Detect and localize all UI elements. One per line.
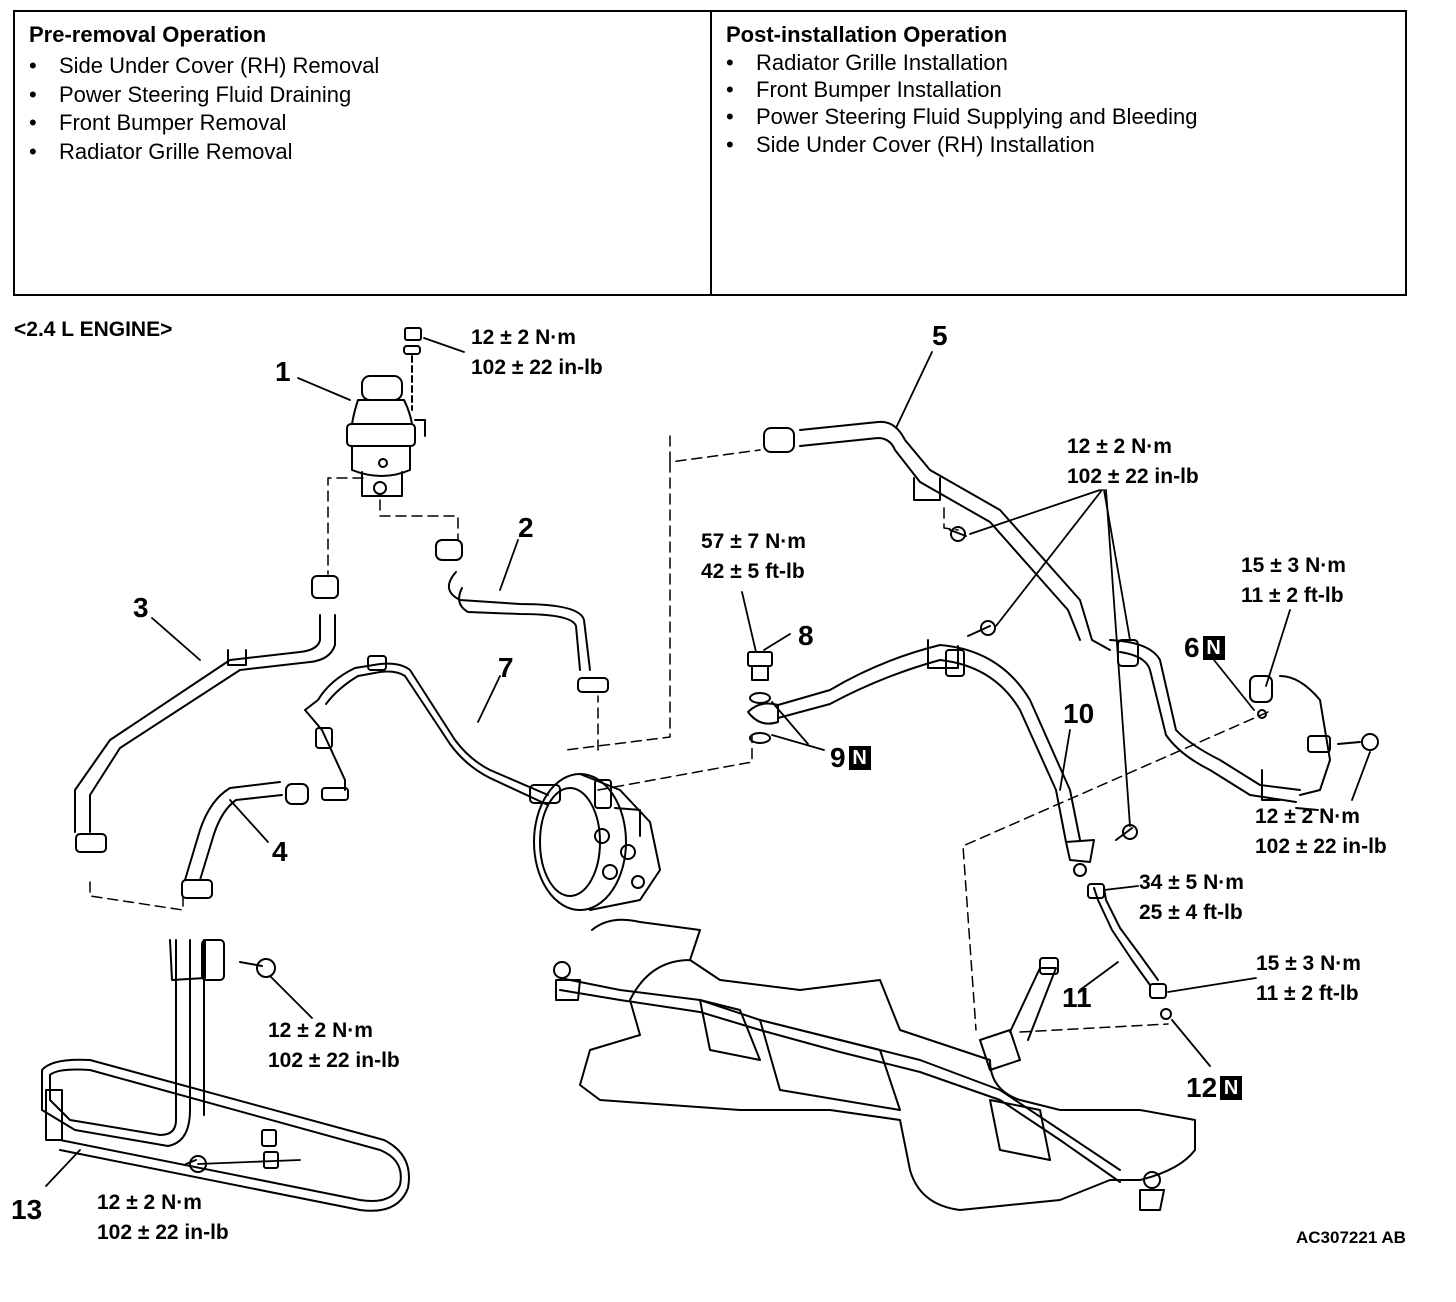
pressure-tube-11 [1087,883,1172,1020]
connection-lines [89,435,1269,1033]
suction-hose [435,539,609,693]
hose-4 [181,781,309,899]
list-item: •Power Steering Fluid Supplying and Blee… [726,104,1198,129]
list-item: •Front Bumper Removal [29,110,287,135]
hose-5 [763,420,1379,811]
list-item: •Side Under Cover (RH) Installation [726,132,1095,157]
torque-label: 15 ± 3 N·m 11 ± 2 ft-lb [1241,554,1346,607]
part-number-7: 7 [498,652,514,683]
torque-label: 12 ± 2 N·m 102 ± 22 in-lb [268,1019,400,1072]
gaskets [749,692,771,744]
figure-code: AC307221 AB [1296,1228,1406,1247]
operations-table: Pre-removal Operation •Side Under Cover … [13,10,1407,296]
list-item: •Radiator Grille Removal [29,138,293,164]
torque-label: 34 ± 5 N·m 25 ± 4 ft-lb [1139,871,1244,924]
torque-label: 12 ± 2 N·m 102 ± 22 in-lb [1067,435,1199,488]
list-item: •Power Steering Fluid Draining [29,81,352,107]
union-bolt [747,651,773,681]
list-item: •Radiator Grille Installation [726,50,1008,75]
engine-label: <2.4 L ENGINE> [14,318,173,341]
torque-label: 12 ± 2 N·m 102 ± 22 in-lb [1255,805,1387,858]
list-item: •Front Bumper Installation [726,77,1002,102]
steering-gear-assembly [553,918,1196,1211]
pressure-hose [747,639,1095,877]
pressure-tube [304,655,561,806]
part-number-8: 8 [798,620,814,651]
return-hose [74,575,339,853]
power-steering-pump [533,773,661,911]
pre-removal-list: •Side Under Cover (RH) Removal •Power St… [29,52,379,166]
list-item: •Side Under Cover (RH) Removal [29,53,380,78]
pre-removal-column: Pre-removal Operation •Side Under Cover … [15,12,712,294]
part-number-10: 10 [1063,698,1095,729]
mounting-bolts [185,526,1138,1173]
leader-lines [45,337,1371,1187]
reservoir-tank [346,327,426,497]
post-installation-column: Post-installation Operation •Radiator Gr… [712,12,1405,294]
post-installation-title: Post-installation Operation [726,22,1008,47]
part-number-11: 11 [1062,982,1092,1013]
pre-removal-title: Pre-removal Operation [29,22,267,47]
new-part-mark: N [848,746,871,770]
return-tube [41,939,410,1212]
new-part-mark: N [1202,636,1225,660]
part-number-13: 13 [11,1194,43,1225]
torque-label: 57 ± 7 N·m 42 ± 5 ft-lb [701,530,806,583]
part-number-3: 3 [133,592,149,623]
torque-label: 12 ± 2 N·m 102 ± 22 in-lb [97,1191,229,1244]
part-number-5: 5 [932,320,948,351]
part-number-1: 1 [275,356,291,387]
new-part-mark: N [1220,1076,1243,1100]
torque-label: 12 ± 2 N·m 102 ± 22 in-lb [471,326,603,379]
part-number-4: 4 [272,836,288,867]
part-number-2: 2 [518,512,534,543]
torque-label: 15 ± 3 N·m 11 ± 2 ft-lb [1256,952,1361,1005]
post-installation-list: •Radiator Grille Installation •Front Bum… [726,49,1198,159]
